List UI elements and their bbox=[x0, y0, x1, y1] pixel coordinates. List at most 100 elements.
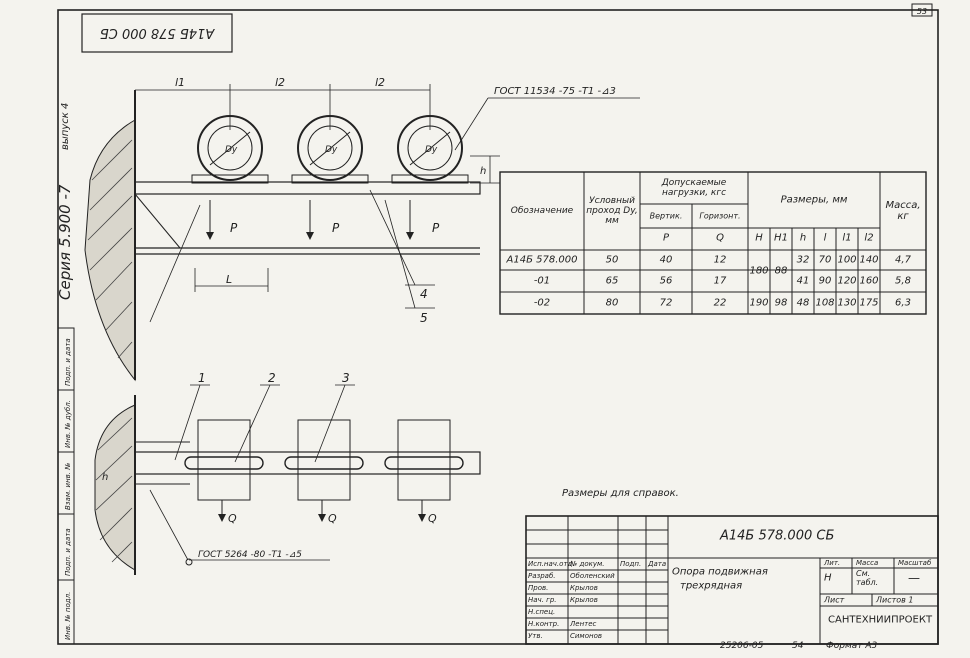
side-stamp-4: Подп. и дата bbox=[64, 528, 72, 576]
wall-top bbox=[84, 90, 136, 382]
th-H1: H1 bbox=[774, 232, 788, 244]
issue-label: выпуск 4 bbox=[60, 103, 71, 150]
row3-l1: 130 bbox=[837, 297, 857, 309]
title-block-grid bbox=[525, 515, 939, 645]
th-q: Q bbox=[716, 232, 724, 244]
th-p: P bbox=[662, 232, 670, 244]
row3-l2: 175 bbox=[859, 297, 879, 309]
row3-h: 48 bbox=[796, 297, 810, 309]
side-stamp-strip bbox=[57, 327, 75, 645]
name-3: Крылов bbox=[570, 584, 598, 592]
callout-3: 3 bbox=[342, 371, 350, 385]
support-beam-top bbox=[134, 181, 481, 195]
title-block: А14Б 578.000 СБ Опора подвижная трехрядн… bbox=[526, 516, 938, 644]
callout-2: 2 bbox=[268, 371, 276, 385]
row3-l: 108 bbox=[815, 297, 835, 309]
sheets-label: Листов 1 bbox=[876, 595, 914, 605]
weld-note-bottom: ГОСТ 5264 -80 -Т1 -⊿5 bbox=[198, 550, 302, 560]
load-p-2: P bbox=[332, 221, 340, 235]
role-4: Нач. гр. bbox=[528, 596, 557, 604]
th-l2: l2 bbox=[864, 232, 874, 244]
role-2: Разраб. bbox=[528, 572, 556, 580]
spec-table: Обозначение Условный проход Dy, мм Допус… bbox=[500, 172, 926, 314]
th-h: h bbox=[799, 232, 807, 244]
load-p-1: P bbox=[230, 221, 238, 235]
th-l1: l1 bbox=[842, 232, 852, 244]
mass-value: См. табл. bbox=[856, 569, 879, 587]
mass-label: Масса bbox=[856, 559, 879, 567]
doc-no-header: № докум. bbox=[570, 560, 605, 568]
row2-l: 90 bbox=[818, 275, 832, 287]
row3-q: 22 bbox=[713, 297, 727, 309]
callout-5: 5 bbox=[420, 311, 428, 325]
sheet-frame bbox=[57, 9, 939, 645]
row3-dy: 80 bbox=[605, 297, 619, 309]
row1-dy: 50 bbox=[605, 254, 619, 266]
title-name-2: трехрядная bbox=[680, 580, 743, 592]
row1-H1: 88 bbox=[774, 265, 788, 277]
dim-h: h bbox=[480, 166, 486, 177]
side-stamp-5: Инв. № подл. bbox=[64, 592, 72, 640]
th-designation: Обозначение bbox=[510, 206, 574, 216]
load-q-2: Q bbox=[328, 512, 337, 525]
row2-q: 17 bbox=[713, 275, 727, 287]
role-6: Н.контр. bbox=[528, 620, 560, 628]
row2-dy: 65 bbox=[605, 275, 619, 287]
dim-l1: l1 bbox=[175, 76, 185, 89]
title-name-1: Опора подвижная bbox=[672, 566, 768, 578]
callout-4: 4 bbox=[420, 287, 428, 301]
row2-designation: -01 bbox=[533, 275, 551, 287]
weld-note-top: ГОСТ 11534 -75 -Т1 -⊿3 bbox=[494, 86, 616, 97]
reference-note: Размеры для справок. bbox=[562, 488, 679, 499]
inverted-stamp-code: А14Б 578 000 СБ bbox=[100, 25, 215, 40]
clamp-3 bbox=[384, 419, 464, 501]
row2-p: 56 bbox=[659, 275, 673, 287]
row3-designation: -02 bbox=[533, 297, 551, 309]
dim-l-bottom: L bbox=[226, 273, 232, 286]
th-horizontal: Горизонт. bbox=[699, 211, 741, 221]
row1-h: 32 bbox=[796, 254, 810, 266]
footer-left: 25206-05 bbox=[720, 641, 764, 651]
org-name: САНТЕХНИИПРОЕКТ bbox=[828, 614, 933, 626]
pipe-label-3: Dy bbox=[425, 145, 438, 155]
lit-value: Н bbox=[824, 572, 832, 584]
role-7: Утв. bbox=[528, 632, 543, 640]
inverted-stamp-box bbox=[81, 13, 233, 53]
dim-h-bottom: h bbox=[102, 472, 108, 483]
callout-1: 1 bbox=[198, 371, 206, 385]
support-beam-bottom bbox=[134, 451, 481, 475]
th-nominal-bore: Условный проход Dy, мм bbox=[586, 196, 638, 226]
pipe-label-1: Dy bbox=[225, 145, 238, 155]
row1-p: 40 bbox=[659, 254, 673, 266]
name-2: Оболенский bbox=[570, 572, 615, 580]
load-q-1: Q bbox=[228, 512, 237, 525]
th-mass: Масса, кг bbox=[885, 200, 921, 222]
pipe-2 bbox=[291, 115, 369, 184]
th-l: l bbox=[823, 232, 827, 244]
name-4: Крылов bbox=[570, 596, 598, 604]
dim-l2b: l2 bbox=[375, 76, 385, 89]
side-stamp-3: Взам. инв. № bbox=[64, 462, 72, 510]
role-3: Пров. bbox=[528, 584, 549, 592]
th-loads-group: Допускаемые нагрузки, кгс bbox=[661, 178, 727, 198]
row1-H: 180 bbox=[749, 265, 769, 277]
series-label: Серия 5.900 -7 bbox=[56, 184, 74, 300]
title-code: А14Б 578.000 СБ bbox=[720, 528, 835, 544]
spec-table-grid bbox=[499, 171, 927, 315]
dim-l2a: l2 bbox=[275, 76, 285, 89]
row2-l2: 160 bbox=[859, 275, 879, 287]
load-p-3: P bbox=[432, 221, 440, 235]
wall-bottom bbox=[94, 395, 136, 575]
row1-q: 12 bbox=[713, 254, 727, 266]
pipe-3 bbox=[391, 115, 469, 184]
role-5: Н.спец. bbox=[528, 608, 556, 616]
side-stamp-1: Подп. и дата bbox=[64, 338, 72, 386]
date-header: Дата bbox=[648, 560, 667, 568]
sign-header: Подп. bbox=[620, 560, 642, 568]
row3-mass: 6,3 bbox=[895, 297, 911, 309]
sheet-number-box bbox=[911, 3, 933, 17]
sheet-number: 53 bbox=[917, 7, 927, 16]
load-q-3: Q bbox=[428, 512, 437, 525]
row1-designation: А14Б 578.000 bbox=[506, 254, 578, 266]
